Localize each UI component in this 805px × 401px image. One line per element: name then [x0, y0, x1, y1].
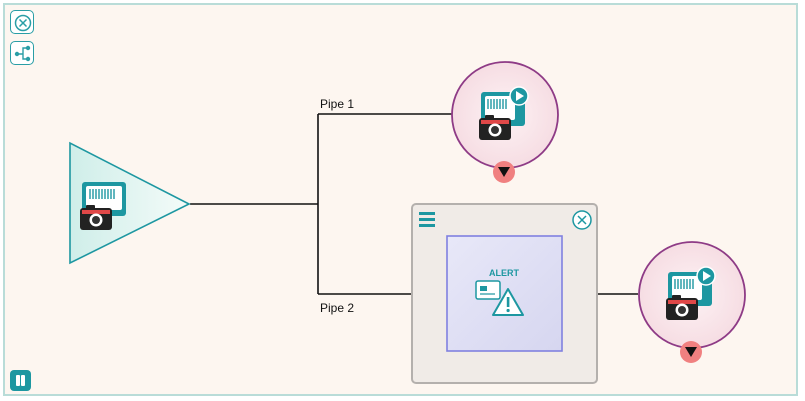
close-icon[interactable]	[10, 10, 34, 34]
camera-feed-icon	[80, 182, 126, 230]
source-node[interactable]	[69, 141, 191, 265]
close-icon[interactable]	[572, 210, 592, 230]
sink-node-1[interactable]	[451, 61, 559, 183]
pipe-1-label: Pipe 1	[320, 97, 354, 111]
camera-feed-play-icon	[479, 86, 529, 140]
pause-icon[interactable]	[10, 370, 31, 391]
filter-container[interactable]: ALERT	[411, 203, 598, 384]
alert-card-warning-icon	[475, 280, 524, 316]
dropdown-arrow-icon[interactable]	[680, 341, 702, 363]
sink-node-2[interactable]	[638, 241, 746, 363]
pipeline-branch-icon[interactable]	[10, 41, 34, 65]
hamburger-menu-icon[interactable]	[419, 212, 435, 227]
camera-feed-play-icon	[666, 266, 716, 320]
dropdown-arrow-icon[interactable]	[493, 161, 515, 183]
pipe-2-label: Pipe 2	[320, 301, 354, 315]
alert-label: ALERT	[489, 268, 519, 278]
